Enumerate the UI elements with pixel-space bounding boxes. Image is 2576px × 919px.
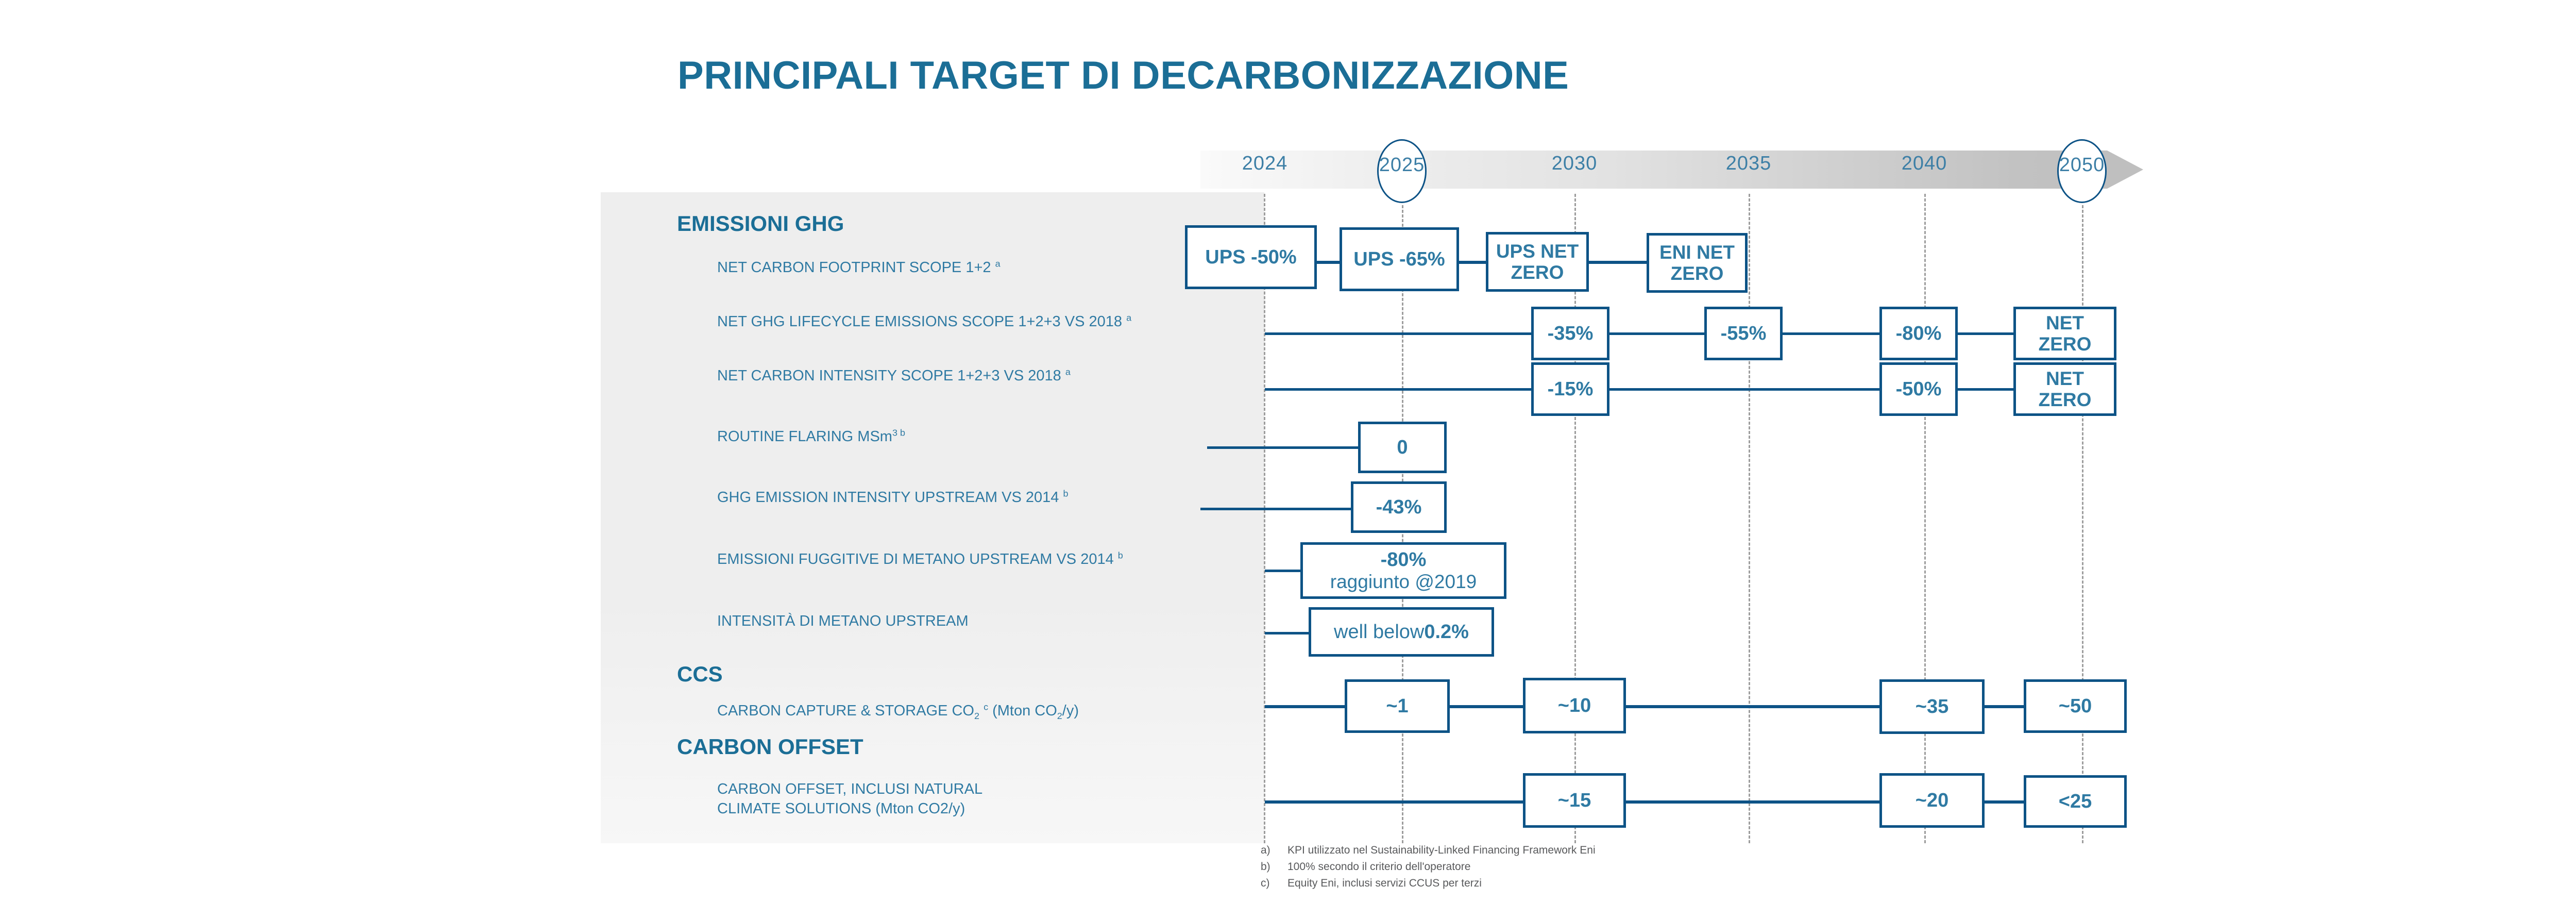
connector-row2-a [1265,332,1533,335]
timeline-year-2050-circle: 2050 [2057,139,2107,203]
value-box-metano-value: 0.2% [1424,621,1469,643]
connector-row1-c [1457,261,1488,264]
timeline-arrow-bar [1200,151,2107,189]
footnote-c-key: c) [1261,877,1270,889]
value-box-lifecycle-2035[interactable]: -55% [1704,307,1783,360]
guide-line-2035 [1749,194,1750,843]
value-box-flaring-2025[interactable]: 0 [1358,422,1447,473]
connector-row5-a [1200,508,1355,510]
value-box-eni-net-zero[interactable]: ENI NET ZERO [1647,233,1748,293]
row-label-carbon-offset-ncs: CARBON OFFSET, INCLUSI NATURAL CLIMATE S… [717,781,982,817]
value-box-lifecycle-2040[interactable]: -80% [1879,307,1958,360]
value-box-ghg-intensity-2025[interactable]: -43% [1351,481,1447,533]
section-heading-ccs: CCS [677,662,723,686]
value-box-ccs-2040[interactable]: ~35 [1879,679,1985,734]
connector-row2-d [1956,332,2015,335]
labels-panel-background [601,192,1264,843]
value-box-ccs-2050[interactable]: ~50 [2024,679,2127,733]
guide-line-2024 [1264,194,1265,843]
timeline-year-2035: 2035 [1725,153,1772,174]
value-box-offset-2040[interactable]: ~20 [1879,773,1985,828]
row-label-emissioni-fuggitive-metano: EMISSIONI FUGGITIVE DI METANO UPSTREAM V… [717,550,1123,567]
connector-offset-b [1624,800,1882,804]
section-heading-emissioni-ghg: EMISSIONI GHG [677,211,844,236]
footnote-a-text: KPI utilizzato nel Sustainability-Linked… [1287,844,1596,856]
connector-row7-a [1265,632,1321,634]
footnote-a-key: a) [1261,844,1270,856]
connector-row3-a [1265,388,1533,391]
connector-row2-b [1607,332,1706,335]
value-box-fuggitive-sub: raggiunto @2019 [1330,571,1477,592]
connector-offset-a [1265,800,1528,804]
value-box-ups-50[interactable]: UPS -50% [1185,225,1317,289]
connector-ccs-b [1448,705,1524,708]
footnotes: a) KPI utilizzato nel Sustainability-Lin… [1261,842,1596,892]
page-title: PRINCIPALI TARGET DI DECARBONIZZAZIONE [677,54,1569,97]
timeline-year-2024: 2024 [1242,153,1288,174]
value-box-intensity-2030[interactable]: -15% [1531,362,1609,416]
timeline-year-2025-circle: 2025 [1377,139,1427,203]
row-label-intensita-metano-upstream: INTENSITÀ DI METANO UPSTREAM [717,613,969,629]
row-label-routine-flaring: ROUTINE FLARING MSm3 b [717,427,905,445]
section-heading-carbon-offset: CARBON OFFSET [677,734,863,759]
footnote-b-key: b) [1261,860,1270,873]
connector-ccs-c [1624,705,1882,708]
connector-row3-c [1956,388,2015,391]
row-label-carbon-capture-storage: CARBON CAPTURE & STORAGE CO2 c (Mton CO2… [717,701,1079,721]
footnote-a: a) KPI utilizzato nel Sustainability-Lin… [1261,842,1596,859]
value-box-ups-65[interactable]: UPS -65% [1340,227,1459,291]
connector-row4-a [1207,446,1362,449]
connector-row6-a [1265,570,1331,572]
row-label-net-ghg-lifecycle: NET GHG LIFECYCLE EMISSIONS SCOPE 1+2+3 … [717,312,1132,330]
value-box-lifecycle-2050[interactable]: NET ZERO [2013,307,2116,360]
footnote-c-text: Equity Eni, inclusi servizi CCUS per ter… [1287,877,1482,889]
connector-offset-c [1982,800,2026,804]
value-box-intensity-2040[interactable]: -50% [1879,362,1958,416]
value-box-lifecycle-2030[interactable]: -35% [1531,307,1609,360]
connector-ccs-d [1982,705,2026,708]
row-label-net-carbon-footprint: NET CARBON FOOTPRINT SCOPE 1+2 a [717,258,1001,276]
value-box-offset-2050[interactable]: <25 [2024,775,2127,828]
value-box-metano-prefix: well below [1334,621,1425,643]
value-box-ups-net-zero[interactable]: UPS NET ZERO [1486,232,1589,292]
value-box-ccs-2025[interactable]: ~1 [1345,679,1450,733]
value-box-ccs-2030[interactable]: ~10 [1523,678,1626,733]
timeline-year-2030: 2030 [1551,153,1598,174]
guide-line-2040 [1924,194,1926,843]
connector-row2-c [1781,332,1882,335]
timeline-arrow-tip [2107,151,2143,189]
row-label-ghg-emission-intensity-upstream: GHG EMISSION INTENSITY UPSTREAM VS 2014 … [717,488,1069,506]
timeline-year-2040: 2040 [1901,153,1947,174]
footnote-c: c) Equity Eni, inclusi servizi CCUS per … [1261,875,1596,892]
footnote-b: b) 100% secondo il criterio dell'operato… [1261,859,1596,875]
value-box-intensity-2050[interactable]: NET ZERO [2013,362,2116,416]
guide-line-2050 [2082,205,2083,843]
value-box-fuggitive-main: -80% [1380,549,1427,571]
connector-row1-b [1315,261,1342,264]
timeline-year-2050: 2050 [2059,154,2105,176]
connector-row1-d [1587,261,1649,264]
row-label-net-carbon-intensity: NET CARBON INTENSITY SCOPE 1+2+3 VS 2018… [717,366,1071,384]
timeline-year-2025: 2025 [1379,154,1425,176]
value-box-fuggitive-2025[interactable]: -80% raggiunto @2019 [1300,542,1506,599]
value-box-metano-intensity-2025[interactable]: well below 0.2% [1309,607,1494,657]
value-box-offset-2030[interactable]: ~15 [1523,773,1626,828]
footnote-b-text: 100% secondo il criterio dell'operatore [1287,860,1471,873]
timeline-arrow [1200,151,2143,189]
connector-ccs-a [1265,705,1347,708]
guide-line-2030 [1574,194,1576,843]
connector-row3-b [1607,388,1882,391]
